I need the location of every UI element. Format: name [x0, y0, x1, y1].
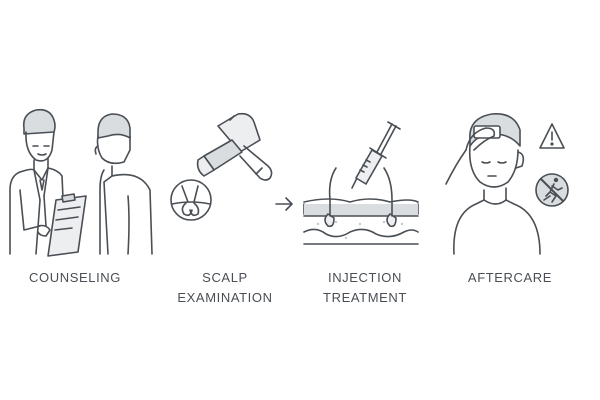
step-label-line1: SCALP: [202, 270, 248, 285]
step-label-line2: EXAMINATION: [177, 290, 273, 305]
step-label-line1: COUNSELING: [29, 270, 121, 285]
step-label-counseling: COUNSELING: [10, 268, 140, 288]
no-exercise-icon: [535, 173, 569, 207]
step-label-line1: AFTERCARE: [467, 270, 553, 285]
step-label-scalp-examination: SCALP EXAMINATION: [160, 268, 290, 308]
arrow-right-icon: [275, 197, 293, 211]
doctor-figure: [9, 108, 65, 255]
clipboard: [47, 193, 87, 257]
patient-figure: [94, 113, 153, 255]
step-label-injection-treatment: INJECTION TREATMENT: [300, 268, 430, 308]
patient-bandage-icon: [445, 113, 541, 255]
step-label-aftercare: AFTERCARE: [440, 268, 580, 288]
warning-icon: [539, 123, 565, 149]
magnifier-hair-follicle-icon: [170, 179, 212, 221]
step-label-line1: INJECTION: [327, 270, 402, 285]
syringe-scalp-icon: [303, 121, 419, 245]
doctor-patient-icon: [9, 108, 153, 257]
step-label-line2: TREATMENT: [323, 290, 407, 305]
dermatoscope-icon: [196, 112, 273, 181]
